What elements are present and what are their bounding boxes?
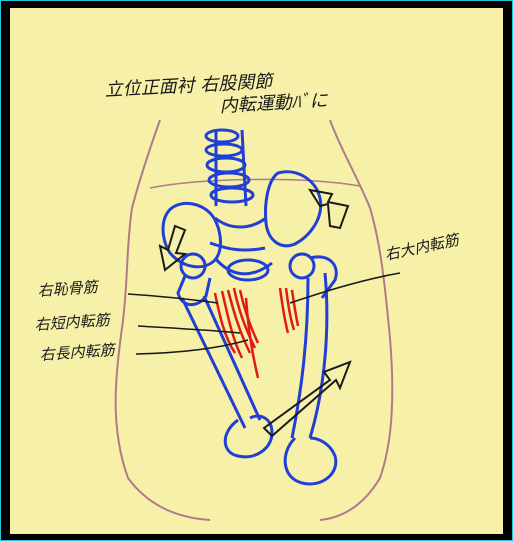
body-outline-left	[116, 120, 210, 520]
femur-left	[178, 254, 272, 457]
body-outline-right	[320, 120, 392, 520]
spine	[206, 130, 253, 206]
adductor-muscles	[215, 288, 298, 378]
waist-line	[150, 179, 360, 188]
title-line2: 内転運動ﾊﾞに	[219, 90, 329, 117]
arrow-diagonal-icon	[264, 362, 350, 436]
label-adductor-magnus: 右大内転筋	[383, 230, 462, 264]
label-adductor-longus: 右長内転筋	[39, 341, 117, 364]
femur-right	[285, 254, 336, 484]
anatomy-sketch: 立位正面衬 右股関節 内転運動ﾊﾞに 右恥骨筋 右短内転筋 右長内転筋 右大内転…	[10, 8, 503, 534]
leader-lines	[128, 273, 400, 354]
label-adductor-brevis: 右短内転筋	[34, 311, 112, 334]
label-pectineus: 右恥骨筋	[37, 278, 100, 300]
